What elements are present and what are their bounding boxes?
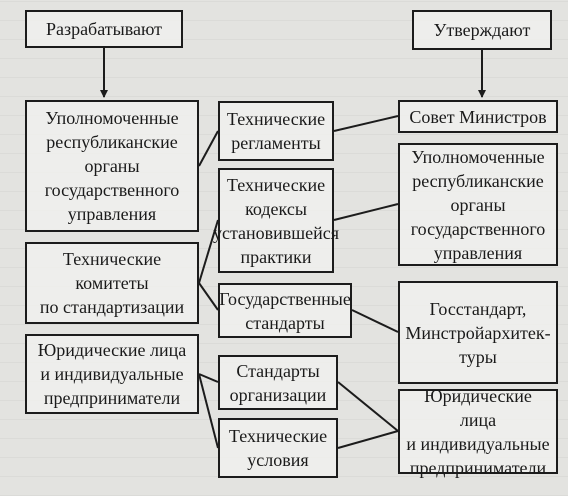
line-l3-m5 [198,373,219,449]
text-line: органы [84,156,140,176]
text-line: Минстройархитек- [405,322,551,343]
approver-box-gosstandart: Госстандарт, Минстройархитек- туры [398,281,558,384]
text-line: предприниматели [43,388,181,408]
approver-box-text: Госстандарт, Минстройархитек- туры [405,297,550,369]
line-m1-r1 [333,115,399,132]
approver-box-council-of-ministers: Совет Министров [398,100,558,133]
text-line: управления [433,242,523,263]
developer-box-tech-committees: Технические комитеты по стандартизации [25,242,199,324]
text-line: предприниматели [409,457,547,478]
document-box-tech-conditions: Технические условия [218,418,338,478]
developer-box-text: Юридические лица и индивидуальные предпр… [38,338,187,410]
text-line: республиканские [412,170,544,191]
text-line: Госстандарт, [429,298,527,319]
text-line: государственного [410,218,546,239]
text-line: республиканские [46,132,178,152]
approver-box-authorized-bodies: Уполномоченные республиканские органы го… [398,143,558,266]
text-line: Технические [226,109,326,129]
line-l2-m3 [198,282,219,311]
text-line: Стандарты [236,360,320,381]
text-line: управления [67,204,157,224]
document-box-org-standards: Стандарты организации [218,355,338,410]
line-l1-m1 [198,130,219,167]
line-l2-m2 [198,219,219,284]
text-line: регламенты [231,133,321,153]
text-line: Уполномоченные [45,108,179,128]
text-line: туры [459,346,497,367]
text-line: Технические [228,426,328,446]
text-line: Юридические лица [424,385,532,430]
approver-box-legal-entities: Юридические лица и индивидуальные предпр… [398,386,558,478]
approver-box-text: Совет Министров [409,105,546,129]
developer-box-legal-entities: Юридические лица и индивидуальные предпр… [25,334,199,414]
text-line: стандарты [245,312,325,333]
text-line: комитеты [75,273,149,293]
developer-box-authorized-bodies: Уполномоченные республиканские органы го… [25,100,199,232]
document-box-tech-codes: Технические кодексы установившейся практ… [213,168,339,273]
document-box-text: Технические условия [229,424,327,472]
text-line: и индивидуальные [406,433,550,454]
developer-box-text: Уполномоченные республиканские органы го… [45,106,180,226]
line-l3-m4 [198,373,219,383]
approver-box-text: Юридические лица и индивидуальные предпр… [404,384,552,480]
line-m3-r3 [351,309,399,333]
line-m2-r2 [333,203,399,221]
text-line: Технические [226,174,326,195]
document-box-text: Технические регламенты [227,107,325,155]
text-line: Юридические лица [37,340,187,360]
text-line: практики [240,246,312,267]
approve-header-box: Утверждают [412,10,552,50]
text-line: Уполномоченные [411,146,545,167]
text-line: государственного [44,180,180,200]
text-line: установившейся [212,222,340,243]
document-box-text: Стандарты организации [230,359,327,407]
line-m4-r4 [337,381,399,432]
text-line: условия [247,450,309,470]
text-line: органы [450,194,506,215]
text-line: по стандартизации [39,297,185,317]
approver-box-text: Уполномоченные республиканские органы го… [411,145,546,265]
text-line: Государственные [219,288,351,309]
document-box-text: Государственные стандарты [219,287,351,335]
document-box-tech-regulations: Технические регламенты [218,101,334,161]
approve-header-label: Утверждают [433,20,531,40]
text-line: Совет Министров [409,106,547,127]
text-line: организации [229,384,327,405]
document-box-state-standards: Государственные стандарты [218,283,352,338]
document-box-text: Технические кодексы установившейся практ… [213,173,339,269]
develop-header-label: Разрабатывают [45,19,163,39]
develop-header-box: Разрабатывают [25,10,183,48]
developer-box-text: Технические комитеты по стандартизации [40,247,184,319]
text-line: и индивидуальные [40,364,184,384]
line-m5-r4 [337,430,399,449]
text-line: кодексы [245,198,307,219]
text-line: Технические [62,249,162,269]
